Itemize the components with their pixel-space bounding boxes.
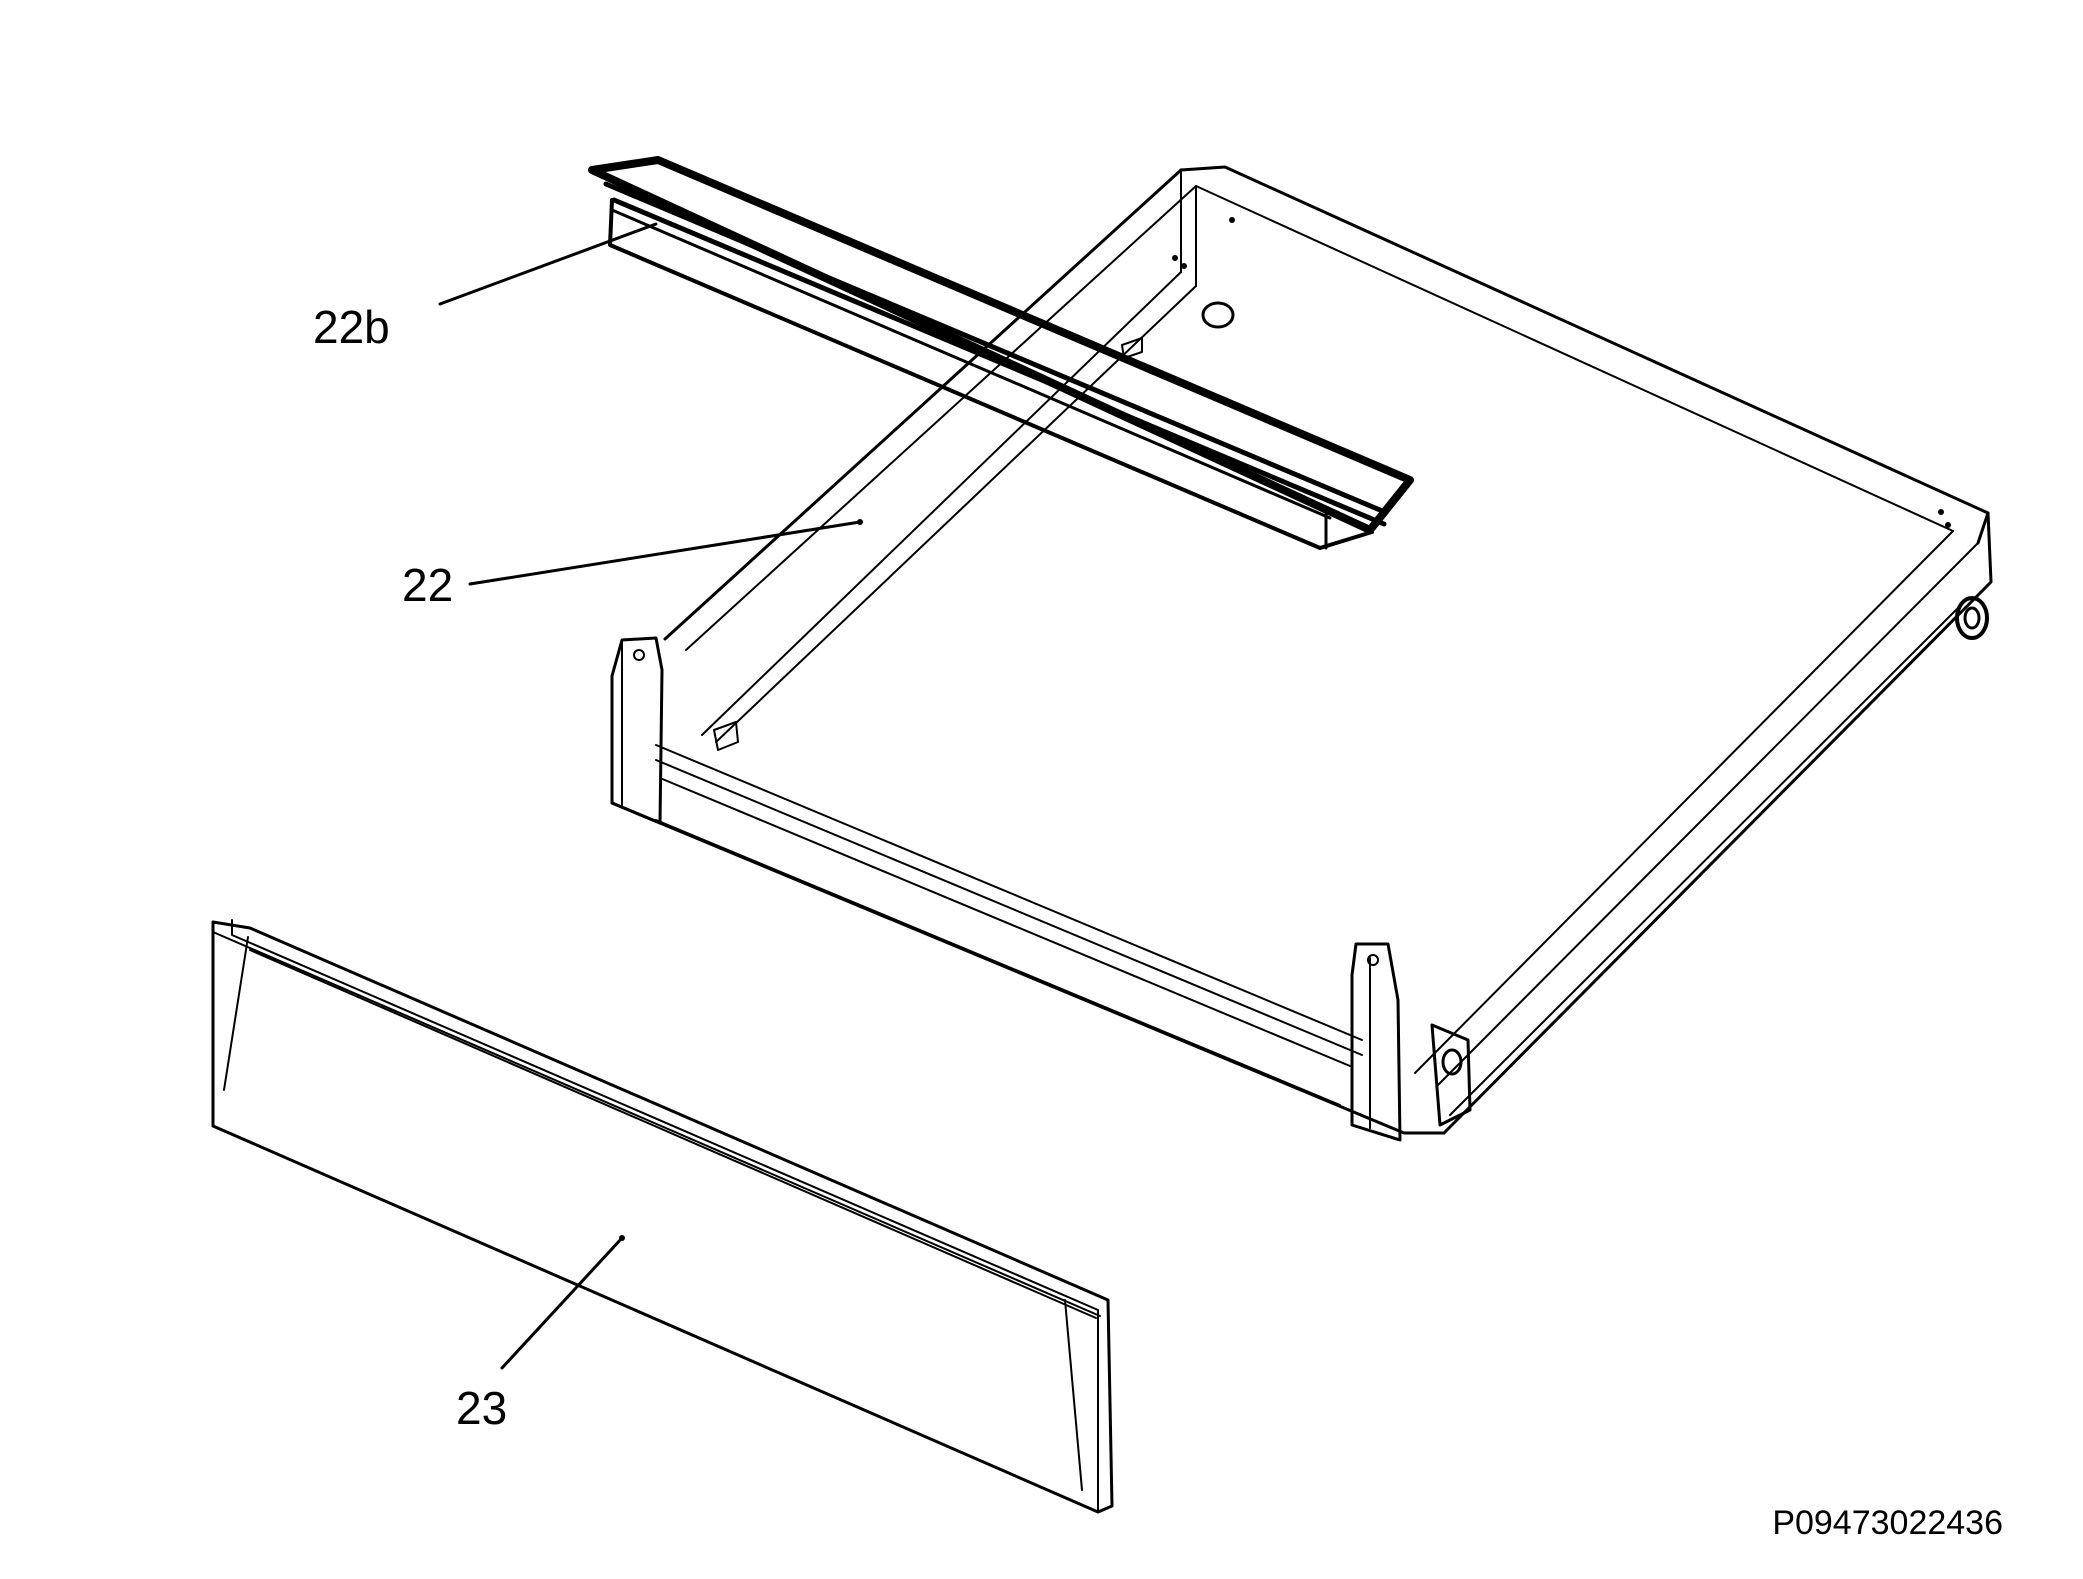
part-23-front-panel (211, 919, 1114, 1514)
callout-22b: 22b (313, 301, 390, 353)
part-22-drawer-frame (610, 165, 1993, 1142)
callout-23: 23 (456, 1382, 507, 1434)
leader-23 (500, 1236, 624, 1370)
part-22b-rear-bar (588, 156, 1414, 550)
callout-22: 22 (402, 559, 453, 611)
leader-22b (438, 222, 658, 306)
callout-leaders (438, 222, 863, 1370)
drawing-code: P09473022436 (1772, 1504, 2003, 1542)
leader-22 (468, 520, 862, 586)
